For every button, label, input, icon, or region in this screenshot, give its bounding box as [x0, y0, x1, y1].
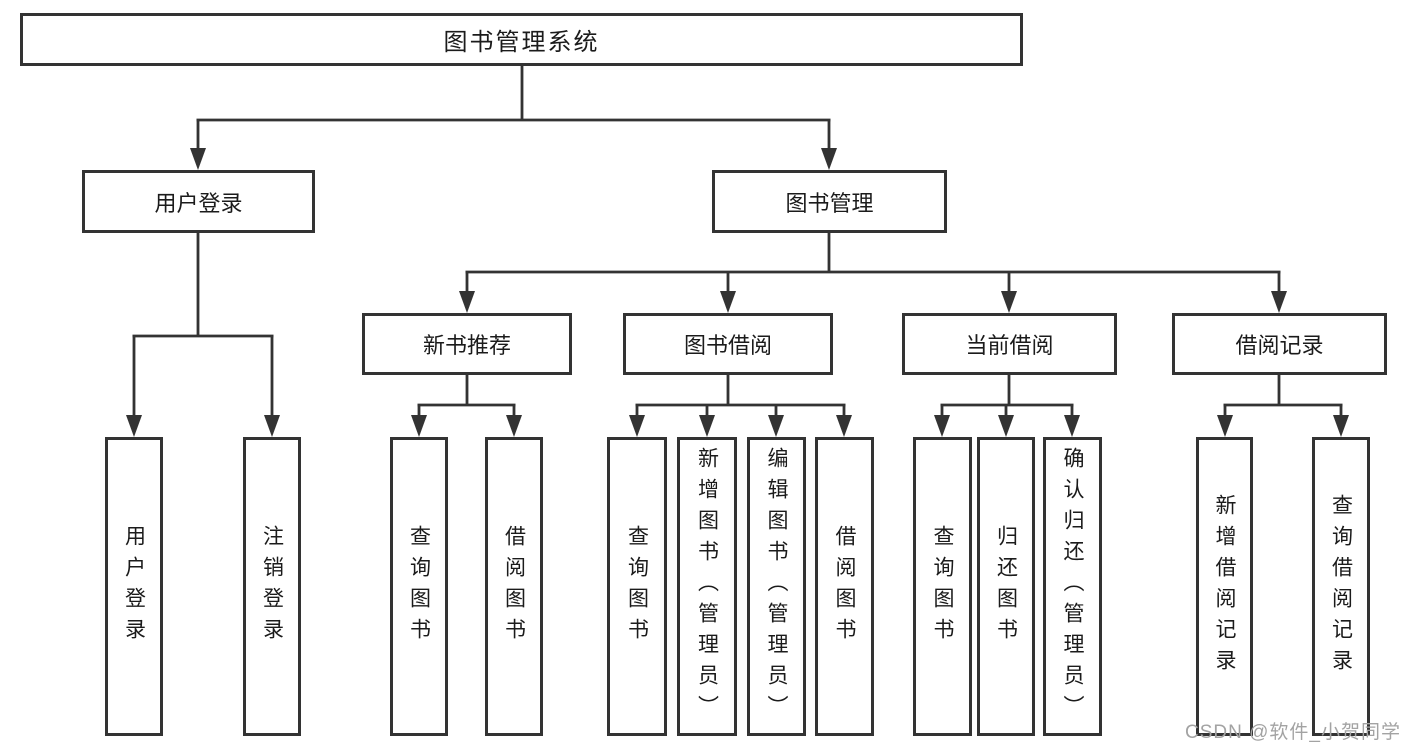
node-label: 注销登录	[260, 524, 284, 649]
node-label: 图书管理系统	[443, 29, 600, 56]
node-label: 借阅图书	[502, 524, 526, 649]
arrowhead-icon	[836, 415, 852, 437]
node-leaf-search-books-recommend: 查询图书	[390, 437, 448, 736]
node-leaf-edit-books-admin: 编辑图书（管理员）	[747, 437, 806, 736]
connector-path	[417, 375, 516, 427]
node-leaf-search-books-current: 查询图书	[913, 437, 972, 736]
node-leaf-logout: 注销登录	[243, 437, 301, 736]
arrowhead-icon	[506, 415, 522, 437]
node-leaf-borrow-books-recommend: 借阅图书	[485, 437, 543, 736]
arrowhead-icon	[629, 415, 645, 437]
arrowhead-icon	[264, 415, 280, 437]
node-label: 新书推荐	[422, 333, 511, 358]
node-leaf-confirm-return-admin: 确认归还（管理员）	[1043, 437, 1102, 736]
arrowhead-icon	[934, 415, 950, 437]
arrowhead-icon	[126, 415, 142, 437]
arrowhead-icon	[1001, 291, 1017, 313]
node-label: 新增图书（管理员）	[695, 447, 719, 726]
arrowhead-icon	[1217, 415, 1233, 437]
node-leaf-add-borrowing-record: 新增借阅记录	[1196, 437, 1253, 736]
connector-path	[1223, 375, 1343, 427]
node-label: 用户登录	[122, 524, 146, 649]
node-label: 借阅记录	[1235, 333, 1324, 358]
node-user-login: 用户登录	[82, 170, 315, 233]
node-leaf-borrow-books: 借阅图书	[815, 437, 874, 736]
connector-path	[465, 233, 1281, 303]
node-leaf-user-login: 用户登录	[105, 437, 163, 736]
arrowhead-icon	[998, 415, 1014, 437]
arrowhead-icon	[1271, 291, 1287, 313]
arrowhead-icon	[411, 415, 427, 437]
node-book-management: 图书管理	[712, 170, 947, 233]
node-label: 图书管理	[785, 190, 874, 216]
node-label: 查询图书	[931, 524, 954, 649]
arrowhead-icon	[1064, 415, 1080, 437]
node-label: 确认归还（管理员）	[1061, 447, 1084, 726]
node-label: 当前借阅	[965, 333, 1054, 358]
node-label: 查询图书	[625, 524, 649, 649]
node-leaf-return-books: 归还图书	[977, 437, 1035, 736]
node-label: 图书借阅	[683, 333, 772, 358]
node-label: 编辑图书（管理员）	[765, 447, 788, 726]
node-label: 归还图书	[994, 524, 1018, 649]
node-borrowing-records: 借阅记录	[1172, 313, 1387, 375]
arrowhead-icon	[720, 291, 736, 313]
watermark: CSDN @软件_小贺同学	[1185, 722, 1401, 743]
arrowhead-icon	[699, 415, 715, 437]
arrowhead-icon	[1333, 415, 1349, 437]
node-leaf-add-books-admin: 新增图书（管理员）	[677, 437, 737, 736]
node-new-book-recommendation: 新书推荐	[362, 313, 572, 375]
node-label: 借阅图书	[833, 524, 856, 649]
arrowhead-icon	[459, 291, 475, 313]
node-label: 用户登录	[154, 190, 243, 216]
connector-path	[635, 375, 846, 427]
node-book-borrowing: 图书借阅	[623, 313, 833, 375]
arrowhead-icon	[768, 415, 784, 437]
node-leaf-search-books-borrowing: 查询图书	[607, 437, 667, 736]
connector-path	[132, 233, 274, 427]
node-label: 查询图书	[407, 524, 431, 649]
arrowhead-icon	[190, 148, 206, 170]
connector-path	[196, 66, 831, 160]
node-library-management-system: 图书管理系统	[20, 13, 1023, 66]
arrowhead-icon	[821, 148, 837, 170]
node-label: 新增借阅记录	[1213, 493, 1236, 680]
node-current-borrowing: 当前借阅	[902, 313, 1117, 375]
node-leaf-search-borrowing-record: 查询借阅记录	[1312, 437, 1370, 736]
node-label: 查询借阅记录	[1329, 493, 1353, 680]
